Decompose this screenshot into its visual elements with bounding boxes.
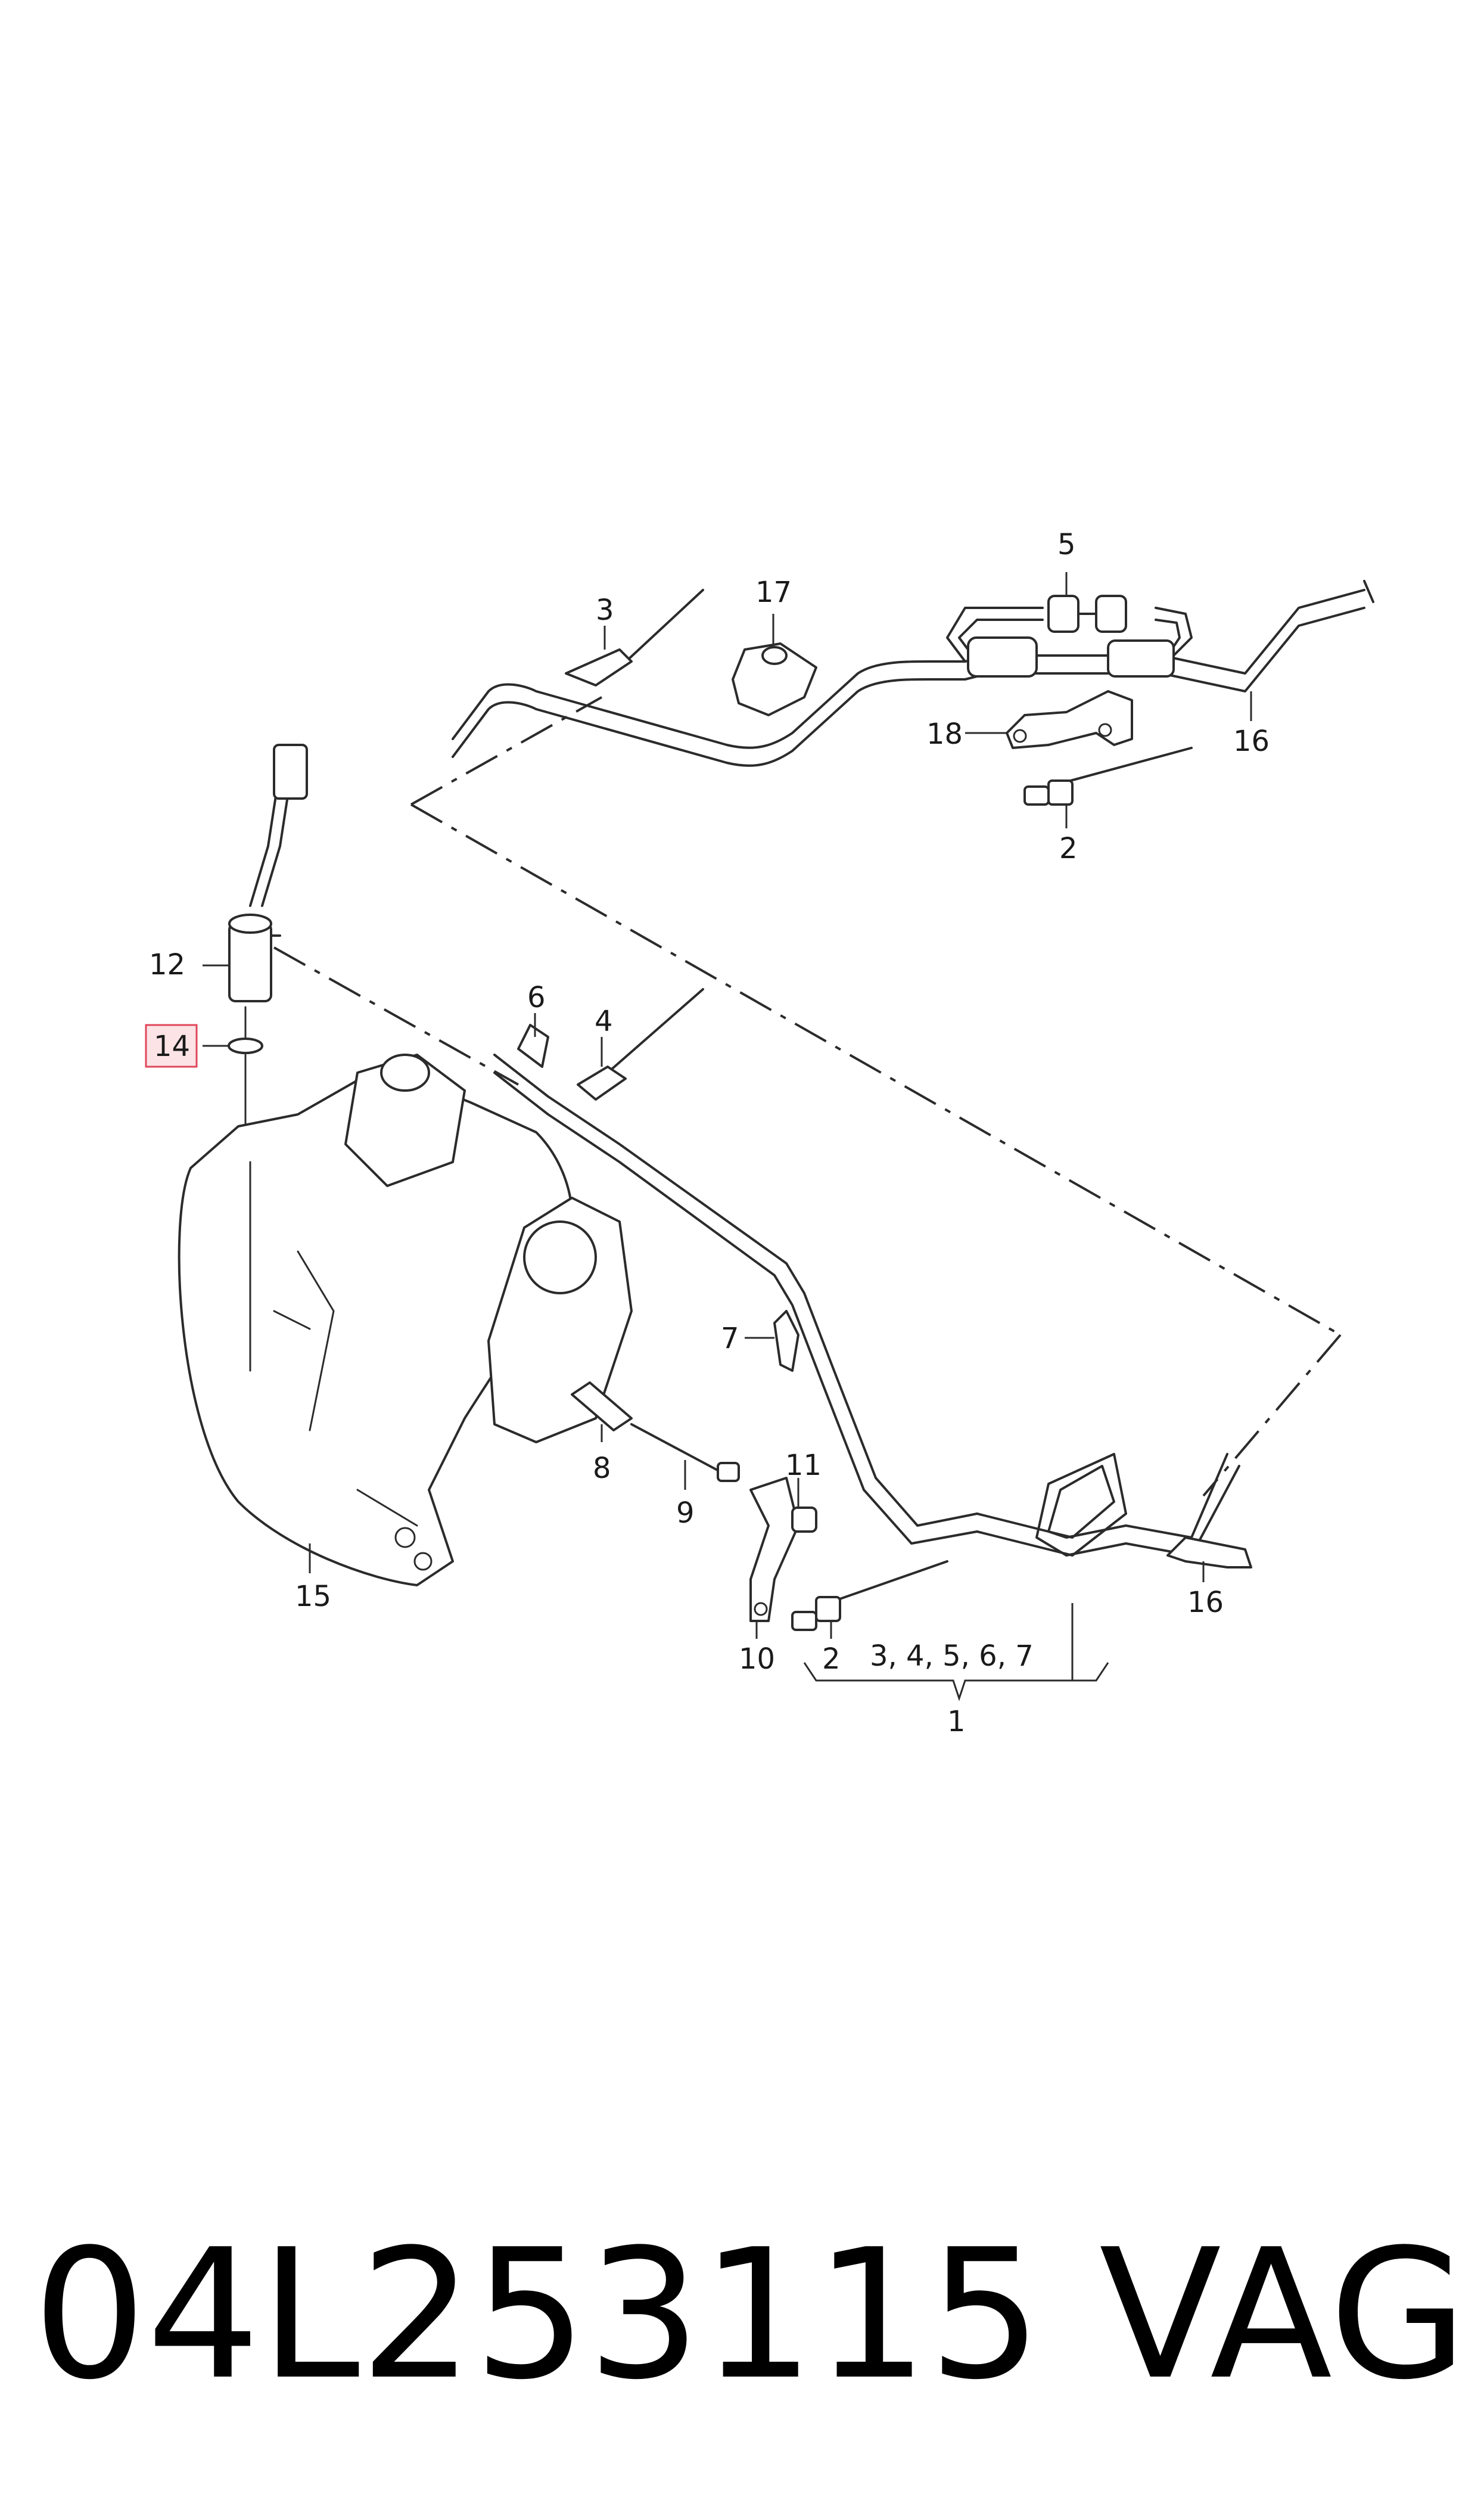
callout-16-lower: 16 <box>1187 1586 1224 1619</box>
pressure-pipe-upper <box>452 580 1374 767</box>
dashed-assembly-outline <box>273 696 1342 1497</box>
callout-11: 11 <box>785 1449 822 1482</box>
callout-12: 12 <box>149 948 185 981</box>
part-15-exhaust-manifold <box>178 1054 633 1586</box>
brand-label: VAG <box>1099 2211 1468 2419</box>
callout-4: 4 <box>595 1005 613 1038</box>
callout-7: 7 <box>721 1322 739 1355</box>
callout-10: 10 <box>739 1642 775 1676</box>
callout-17: 17 <box>755 576 792 609</box>
part-3-cable-tie <box>565 589 704 687</box>
group-bracket-1 <box>803 1603 1109 1701</box>
callout-group-3-7: 3, 4, 5, 6, 7 <box>870 1639 1034 1673</box>
part-4-cable-tie <box>577 988 704 1101</box>
part-2-screw-lower <box>791 1560 948 1631</box>
part-5-sensor-connectors <box>967 595 1175 678</box>
callout-2-lower: 2 <box>822 1642 841 1676</box>
callout-6: 6 <box>527 981 546 1014</box>
callout-14: 14 <box>154 1030 190 1063</box>
leader-lines <box>203 572 1252 1639</box>
callout-3: 3 <box>596 594 614 627</box>
part-14-sealing-ring <box>228 1006 263 1133</box>
callout-9: 9 <box>676 1496 695 1530</box>
part-10-bracket <box>749 1477 799 1622</box>
callout-16-upper: 16 <box>1233 725 1270 758</box>
part-2-screw-upper <box>1023 747 1193 806</box>
callout-8: 8 <box>593 1452 611 1485</box>
part-11-nut <box>791 1507 817 1533</box>
part-12-pressure-sensor <box>228 744 308 1002</box>
callout-2-upper: 2 <box>1059 832 1078 865</box>
part-17-mount <box>732 642 817 716</box>
part-16-bracket-lower <box>1166 1536 1252 1568</box>
part-9-stud <box>630 1423 740 1482</box>
callout-5: 5 <box>1057 528 1076 561</box>
callout-1: 1 <box>947 1705 966 1738</box>
part-8-sleeve <box>571 1381 633 1431</box>
part-18-bracket <box>1006 690 1133 749</box>
part-6-pipe-clip <box>517 1024 549 1068</box>
part-7-pipe-clip <box>773 1310 799 1372</box>
part-number-label: 04L253115 <box>33 2211 1043 2419</box>
callout-15: 15 <box>295 1580 331 1613</box>
highlight-box-14 <box>145 1024 198 1068</box>
pressure-pipe-lower <box>493 1054 1240 1557</box>
callout-18: 18 <box>926 718 963 751</box>
